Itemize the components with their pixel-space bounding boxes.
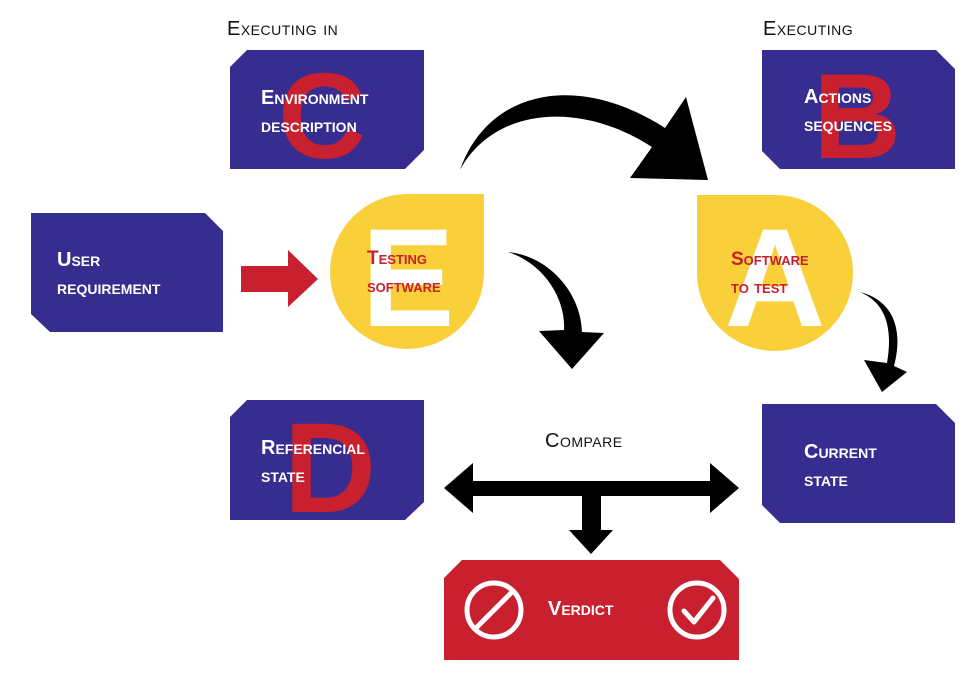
drop-letter-a: A xyxy=(724,199,825,356)
current-box-label: Current state xyxy=(804,438,877,494)
check-icon-mark xyxy=(681,595,716,625)
environment-line2: description xyxy=(261,115,357,137)
box-letter-d: D xyxy=(284,397,376,540)
software-to-test-drop: A xyxy=(697,195,853,356)
environment-line1: Environment xyxy=(261,87,369,109)
caption-executing: Executing xyxy=(763,18,854,40)
referencial-state-box: D xyxy=(230,397,424,540)
cross-icon-slash xyxy=(473,589,515,631)
testing-software-label: Testing software xyxy=(367,245,441,301)
testing-line1: Testing xyxy=(367,248,428,269)
environment-description-box: C xyxy=(230,48,424,184)
cross-icon xyxy=(464,580,524,640)
compare-arrow xyxy=(444,463,739,554)
user-box-label: User requirement xyxy=(57,246,160,302)
actions-line2: sequences xyxy=(804,114,892,136)
current-line2: state xyxy=(804,469,848,491)
referencial-line2: state xyxy=(261,465,305,487)
actions-box-label: Actions sequences xyxy=(804,83,892,139)
actions-sequences-box: B xyxy=(762,48,955,184)
environment-box-label: Environment description xyxy=(261,84,368,140)
caption-compare: Compare xyxy=(545,430,623,452)
current-state-box xyxy=(762,404,955,523)
user-line2: requirement xyxy=(57,277,161,299)
referencial-box-label: Referencial state xyxy=(261,434,365,490)
box-letter-b: B xyxy=(813,48,901,184)
testing-line2: software xyxy=(367,276,441,297)
check-icon xyxy=(667,580,727,640)
referencial-line1: Referencial xyxy=(261,437,365,459)
caption-executing-in: Executing in xyxy=(227,18,339,40)
user-requirement-box xyxy=(31,213,223,332)
curved-arrow-to-compare xyxy=(508,252,604,369)
verdict-box xyxy=(444,560,739,660)
current-line1: Current xyxy=(804,441,877,463)
testing-software-drop: E xyxy=(330,194,484,356)
verdict-label: Verdict xyxy=(548,598,614,620)
software-line1: Software xyxy=(731,249,809,270)
red-input-arrow xyxy=(241,250,318,307)
box-letter-c: C xyxy=(278,48,366,184)
user-line1: User xyxy=(57,249,101,271)
software-to-test-label: Software to test xyxy=(731,246,809,302)
curved-arrow-to-current-state xyxy=(860,292,907,392)
curved-arrow-to-actions xyxy=(460,95,708,180)
software-line2: to test xyxy=(731,277,788,298)
drop-letter-e: E xyxy=(361,199,454,356)
actions-line1: Actions xyxy=(804,86,872,108)
